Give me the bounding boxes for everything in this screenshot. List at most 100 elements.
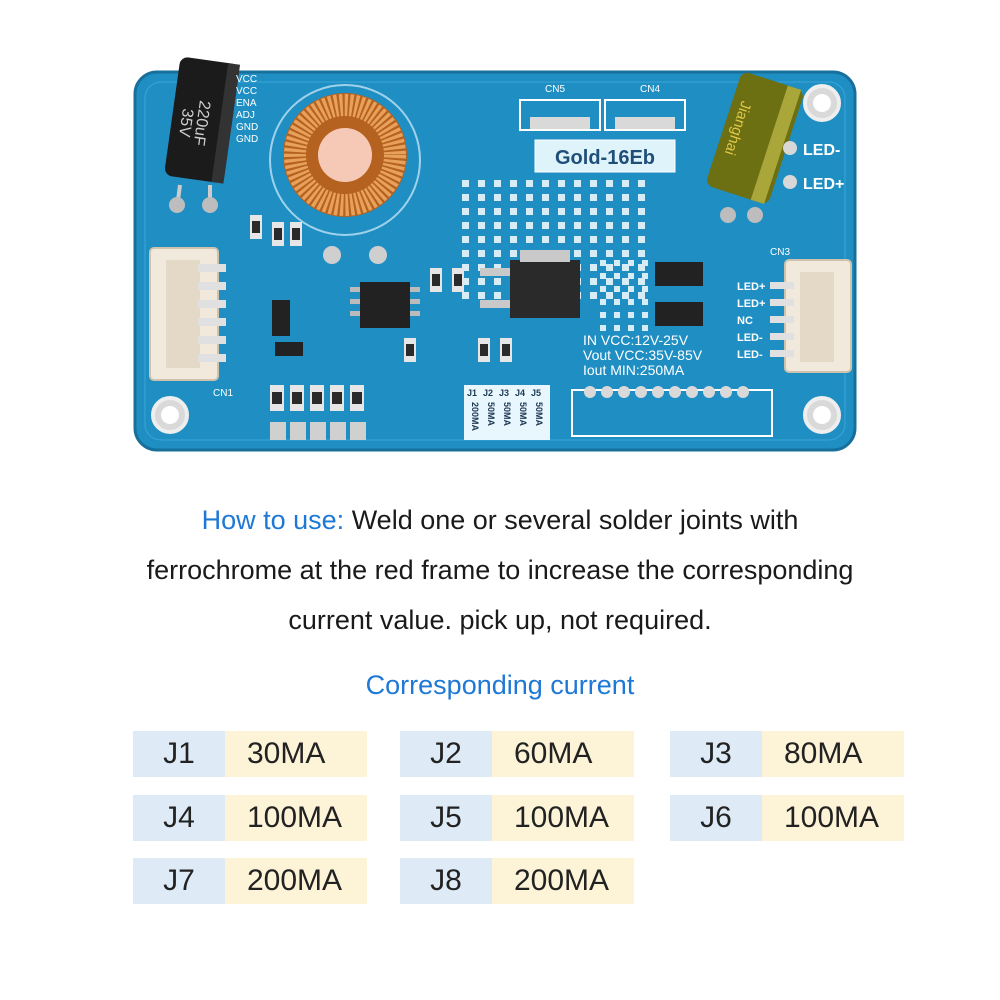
via (574, 208, 581, 215)
via (526, 208, 533, 215)
via (606, 180, 613, 187)
jumper-pad (350, 422, 366, 440)
via (628, 260, 634, 266)
smd-resistor-body (272, 392, 282, 404)
svg-text:CN3: CN3 (770, 247, 790, 258)
jumper-id: J8 (400, 858, 492, 904)
via (638, 222, 645, 229)
resistor-row (250, 215, 512, 440)
via (558, 194, 565, 201)
spec-in: IN VCC:12V-25V (583, 332, 689, 348)
via (622, 264, 629, 271)
spec-iout: Iout MIN:250MA (583, 362, 685, 378)
left-pin-label: VCC (236, 74, 257, 85)
via (510, 194, 517, 201)
via (462, 278, 469, 285)
via (462, 180, 469, 187)
board-jumper-header: J3 (499, 388, 509, 398)
connector-cn3: CN3 (770, 247, 852, 373)
via (462, 292, 469, 299)
via (606, 250, 613, 257)
smd-resistor-body (352, 392, 362, 404)
current-value: 30MA (225, 731, 367, 777)
via (638, 208, 645, 215)
via (478, 236, 485, 243)
instruction-line-2: ferrochrome at the red frame to increase… (146, 555, 854, 585)
capacitor-right: Jianghai (707, 72, 803, 223)
bottom-pin-pads (584, 386, 749, 398)
via (606, 222, 613, 229)
right-pin-label: LED+ (737, 281, 765, 293)
via (462, 250, 469, 257)
current-value: 80MA (762, 731, 904, 777)
jumper-id: J2 (400, 731, 492, 777)
smd-resistor-body (406, 344, 414, 356)
via (542, 222, 549, 229)
board-jumper-value: 50MA (534, 402, 544, 427)
via (642, 325, 648, 331)
board-jumper-header: J5 (531, 388, 541, 398)
via (622, 208, 629, 215)
instruction-line-1: How to use: Weld one or several solder j… (60, 495, 940, 545)
via (622, 278, 629, 285)
via (478, 208, 485, 215)
current-value: 200MA (225, 858, 367, 904)
jumper-pad (330, 422, 346, 440)
via (606, 278, 613, 285)
via (494, 292, 501, 299)
right-pin-label: NC (737, 315, 753, 327)
connector-cn1: CN1 (149, 247, 233, 399)
instruction-line-3: current value. pick up, not required. (288, 605, 712, 635)
via (622, 250, 629, 257)
left-pin-label: VCC (236, 86, 257, 97)
via (542, 236, 549, 243)
current-value: 60MA (492, 731, 634, 777)
via (606, 194, 613, 201)
via (590, 264, 597, 271)
via (614, 273, 620, 279)
via (622, 180, 629, 187)
via (614, 325, 620, 331)
via (478, 222, 485, 229)
via (628, 273, 634, 279)
right-pin-label: LED+ (737, 298, 765, 310)
via (614, 286, 620, 292)
via (478, 250, 485, 257)
via (478, 278, 485, 285)
via (622, 236, 629, 243)
via (606, 236, 613, 243)
board-jumper-header: J1 (467, 388, 477, 398)
via (494, 278, 501, 285)
jumper-pad (290, 422, 306, 440)
via (494, 180, 501, 187)
smd-resistor-body (292, 392, 302, 404)
jumper-id: J1 (133, 731, 225, 777)
via (590, 236, 597, 243)
corresponding-current-title: Corresponding current (365, 670, 635, 700)
via (638, 194, 645, 201)
pad (737, 386, 749, 398)
pad (635, 386, 647, 398)
svg-text:CN5: CN5 (545, 84, 565, 95)
via (558, 208, 565, 215)
pad (703, 386, 715, 398)
controller-ic (350, 282, 420, 328)
via (590, 250, 597, 257)
right-pin-label: LED- (737, 332, 763, 344)
via (510, 208, 517, 215)
via (590, 222, 597, 229)
via (638, 236, 645, 243)
pad (720, 386, 732, 398)
smd-resistor-body (332, 392, 342, 404)
smd-resistor-body (502, 344, 510, 356)
toroid-inductor (283, 93, 407, 264)
